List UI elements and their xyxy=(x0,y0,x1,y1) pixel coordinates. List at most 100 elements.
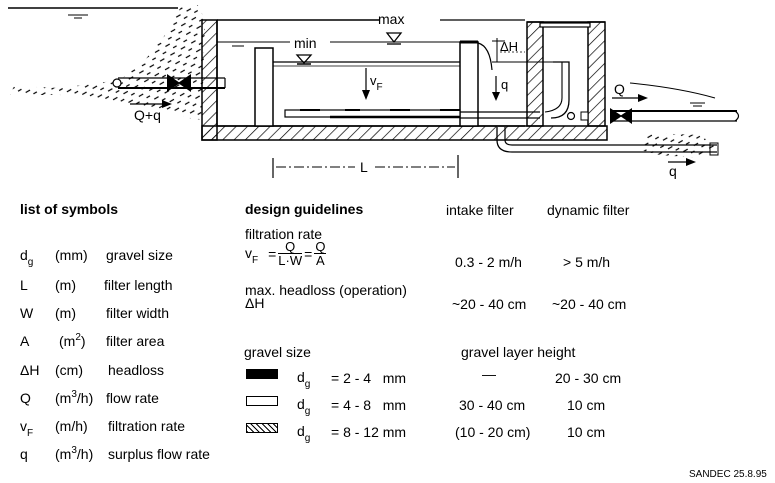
symbol-description: filter width xyxy=(106,305,170,321)
formula-subscript: F xyxy=(252,255,259,266)
q-plus-q-label: Q+q xyxy=(134,107,161,123)
formula-equals: = xyxy=(304,245,313,262)
overflow-nappe xyxy=(477,42,493,71)
column-header-intake: intake filter xyxy=(446,202,514,218)
unit-text: (m xyxy=(59,333,76,349)
symbol-subscript: g xyxy=(304,379,311,390)
downstream-water xyxy=(629,82,716,107)
inlet-valve-icon xyxy=(167,74,191,92)
fraction-denominator: L·W xyxy=(278,253,303,268)
symbol: W xyxy=(20,305,34,321)
symbol-description: filtration rate xyxy=(108,418,186,434)
unit-text: /h) xyxy=(76,446,94,462)
symbol: d xyxy=(20,247,28,263)
symbol-description: surplus flow rate xyxy=(108,446,210,462)
headloss-label: max. headloss (operation) xyxy=(245,282,407,298)
symbol-subscript: F xyxy=(27,428,34,439)
symbol-unit: (m/h) xyxy=(55,418,88,434)
unit-superscript: 3 xyxy=(71,445,77,456)
length-label: L xyxy=(360,159,368,175)
symbol-unit: (m) xyxy=(55,277,76,293)
unit-superscript: 2 xyxy=(75,332,81,343)
symbol: A xyxy=(20,333,30,349)
max-level-marker xyxy=(385,32,403,45)
symbol-subscript: g xyxy=(304,406,311,417)
symbol: v xyxy=(20,418,27,434)
gravel-swatch-coarse xyxy=(246,423,278,433)
length-dimension xyxy=(272,155,459,178)
gravel-layer-title: gravel layer height xyxy=(461,344,576,360)
guidelines-title: design guidelines xyxy=(245,201,364,217)
deltah-label: ΔH xyxy=(500,39,519,54)
symbol-unit: (m3/h) xyxy=(55,445,94,462)
gravel-range: = 2 - 4 mm xyxy=(331,370,407,386)
filtration-rate-arrow xyxy=(362,68,370,100)
filter-cross-section-diagram xyxy=(8,5,740,178)
symbol-unit: (cm) xyxy=(55,362,83,378)
inlet-baffle xyxy=(254,47,274,127)
min-level-marker xyxy=(295,54,313,65)
gravel-dynamic-height: 20 - 30 cm xyxy=(555,370,622,386)
fraction-numerator: Q xyxy=(278,240,303,254)
symbol: Q xyxy=(20,390,31,406)
vf-label: vF xyxy=(370,73,383,93)
filtration-rate-intake: 0.3 - 2 m/h xyxy=(455,254,522,270)
symbol-unit: (mm) xyxy=(55,247,88,263)
unit-superscript: 3 xyxy=(71,389,77,400)
q-down-label: q xyxy=(501,77,509,92)
formula-equals: = xyxy=(268,245,277,262)
symbol-description: headloss xyxy=(108,362,165,378)
gravel-size-title: gravel size xyxy=(244,344,311,360)
symbol-unit: (m) xyxy=(55,305,76,321)
vf-subscript: F xyxy=(376,82,383,93)
headloss-symbol: ΔH xyxy=(245,295,265,311)
credit-label: SANDEC 25.8.95 xyxy=(689,469,767,480)
drain-flow-arrow xyxy=(668,158,696,166)
riverbank-soil xyxy=(10,5,205,120)
symbol-d: d xyxy=(297,396,305,412)
outlet-flow-arrow xyxy=(612,94,648,102)
formula-lhs: vF xyxy=(245,246,258,266)
inlet-flow-arrow xyxy=(130,100,172,108)
unit-text: /h) xyxy=(76,390,94,406)
surplus-drain-pipe xyxy=(496,127,719,158)
unit-text: (m xyxy=(55,446,72,462)
filtration-rate-label: filtration rate xyxy=(245,226,323,242)
outlet-weir xyxy=(459,41,479,127)
gravel-range: = 8 - 12 mm xyxy=(331,424,407,440)
q-outflow-label: Q xyxy=(614,81,625,97)
filtration-rate-dynamic: > 5 m/h xyxy=(563,254,611,270)
symbol-description: gravel size xyxy=(106,247,173,263)
gravel-intake-height: (10 - 20 cm) xyxy=(455,424,531,440)
symbol: ΔH xyxy=(20,362,40,378)
symbol-d: d xyxy=(297,423,305,439)
headloss-dimension xyxy=(492,38,525,63)
unit-text: (m xyxy=(55,390,72,406)
min-level-label: min xyxy=(294,35,317,51)
column-header-dynamic: dynamic filter xyxy=(547,202,630,218)
gravel-swatch-medium xyxy=(246,396,278,406)
unit-text: ) xyxy=(80,333,86,349)
symbol-description: filter area xyxy=(106,333,165,349)
outlet-valve-icon xyxy=(610,108,632,124)
symbol-unit: (m2) xyxy=(59,332,86,349)
gravel-symbol: dg xyxy=(297,369,310,390)
gravel-bed xyxy=(284,109,461,119)
q-drain-label: q xyxy=(669,163,677,179)
symbols-title: list of symbols xyxy=(20,201,119,217)
gravel-symbol: dg xyxy=(297,423,310,444)
symbol-d: d xyxy=(297,369,305,385)
symbol: q xyxy=(20,446,28,462)
vf-symbol: v xyxy=(370,73,377,88)
max-level-label: max xyxy=(378,11,405,27)
surplus-flow-arrow xyxy=(492,76,500,101)
gravel-range: = 4 - 8 mm xyxy=(331,397,407,413)
underdrain-pipe xyxy=(460,61,589,121)
symbol-subscript: g xyxy=(304,433,311,444)
gravel-swatch-fine xyxy=(246,369,278,379)
symbol: L xyxy=(20,277,28,293)
headloss-dynamic: ~20 - 40 cm xyxy=(552,296,627,312)
